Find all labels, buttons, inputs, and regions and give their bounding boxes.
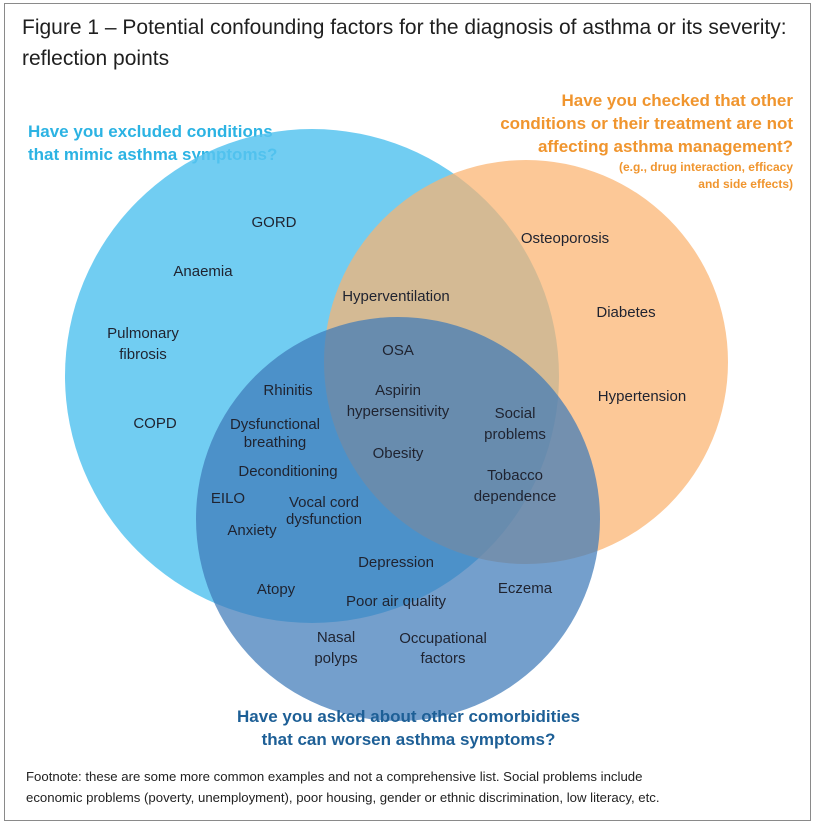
label-social-problems: problems <box>484 426 546 443</box>
figure-title: Figure 1 – Potential confounding factors… <box>22 16 787 70</box>
label-poor-air-quality: Poor air quality <box>346 593 447 610</box>
label-anxiety: Anxiety <box>227 522 277 539</box>
label-rhinitis: Rhinitis <box>263 382 312 399</box>
dark-question-line: that can worsen asthma symptoms? <box>261 730 556 749</box>
label-obesity: Obesity <box>373 445 424 462</box>
orange-question-line: Have you checked that other <box>561 91 793 110</box>
label-atopy: Atopy <box>257 581 296 598</box>
footnote-line: economic problems (poverty, unemployment… <box>26 790 660 805</box>
blue-question-line: Have you excluded conditions <box>28 122 273 141</box>
label-nasal-polyps: polyps <box>314 650 357 667</box>
label-eilo: EILO <box>211 490 245 507</box>
label-aspirin-hypersensitivity: Aspirin <box>375 382 421 399</box>
label-hypertension: Hypertension <box>598 388 686 405</box>
label-vocal-cord-dysfunction: Vocal cord <box>289 494 359 511</box>
orange-circle-question: Have you checked that other conditions o… <box>500 89 793 193</box>
label-depression: Depression <box>358 554 434 571</box>
label-vocal-cord-dysfunction: dysfunction <box>286 511 362 528</box>
label-gord: GORD <box>252 214 297 231</box>
label-nasal-polyps: Nasal <box>317 629 355 646</box>
label-diabetes: Diabetes <box>596 304 655 321</box>
label-eczema: Eczema <box>498 580 553 597</box>
orange-question-line: affecting asthma management? <box>537 137 793 156</box>
label-dysfunctional-breathing: breathing <box>244 434 307 451</box>
label-social-problems: Social <box>495 405 536 422</box>
label-aspirin-hypersensitivity: hypersensitivity <box>347 403 450 420</box>
label-occupational-factors: Occupational <box>399 630 487 647</box>
orange-question-line: conditions or their treatment are not <box>500 114 793 133</box>
footnote: Footnote: these are some more common exa… <box>26 766 796 808</box>
label-copd: COPD <box>133 415 177 432</box>
label-pulmonary-fibrosis: fibrosis <box>119 346 167 363</box>
orange-question-example: (e.g., drug interaction, efficacy and si… <box>500 159 793 193</box>
footnote-line: Footnote: these are some more common exa… <box>26 769 643 784</box>
label-anaemia: Anaemia <box>173 263 233 280</box>
label-osa: OSA <box>382 342 414 359</box>
label-hyperventilation: Hyperventilation <box>342 288 450 305</box>
label-deconditioning: Deconditioning <box>238 463 337 480</box>
orange-example-line: (e.g., drug interaction, efficacy <box>618 160 793 174</box>
dark-circle-question: Have you asked about other comorbidities… <box>0 705 817 751</box>
label-pulmonary-fibrosis: Pulmonary <box>107 325 179 342</box>
dark-question-line: Have you asked about other comorbidities <box>237 707 580 726</box>
label-dysfunctional-breathing: Dysfunctional <box>230 416 320 433</box>
label-tobacco-dependence: dependence <box>474 488 557 505</box>
label-osteoporosis: Osteoporosis <box>521 230 609 247</box>
label-tobacco-dependence: Tobacco <box>487 467 543 484</box>
orange-example-line: and side effects) <box>698 177 793 191</box>
dark-blue-circle <box>196 317 600 721</box>
label-occupational-factors: factors <box>420 650 465 667</box>
